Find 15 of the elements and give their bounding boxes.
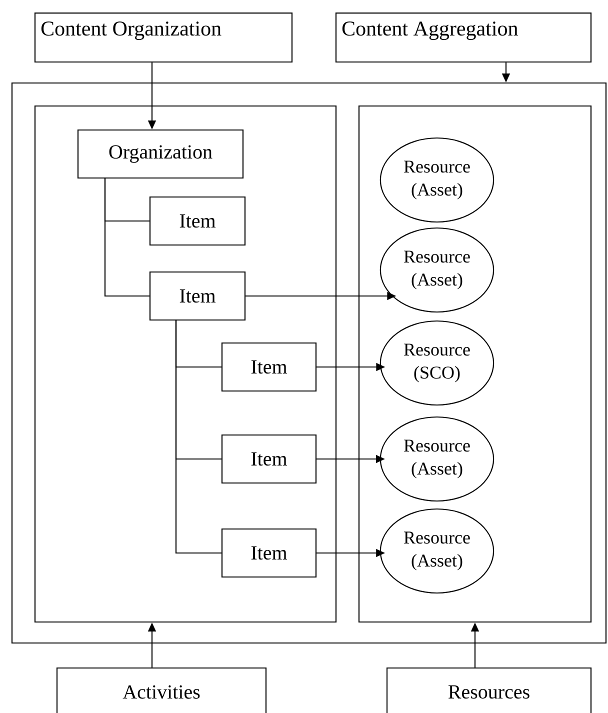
- group-panel: [34, 105, 337, 623]
- process-box: Item: [149, 196, 246, 246]
- process-box: Item: [221, 434, 317, 484]
- connector-line: [104, 178, 150, 297]
- process-box: Resources: [386, 667, 592, 713]
- process-box: Item: [221, 528, 317, 578]
- connector-line: [175, 320, 222, 554]
- process-box: Activities: [56, 667, 267, 713]
- label-box: Content Organization: [34, 12, 293, 63]
- group-panel: [358, 105, 592, 623]
- process-box: Item: [221, 342, 317, 392]
- process-box: Item: [149, 271, 246, 321]
- label-box: Content Aggregation: [335, 12, 592, 63]
- package-frame: [11, 82, 607, 644]
- process-box: Organization: [77, 129, 244, 179]
